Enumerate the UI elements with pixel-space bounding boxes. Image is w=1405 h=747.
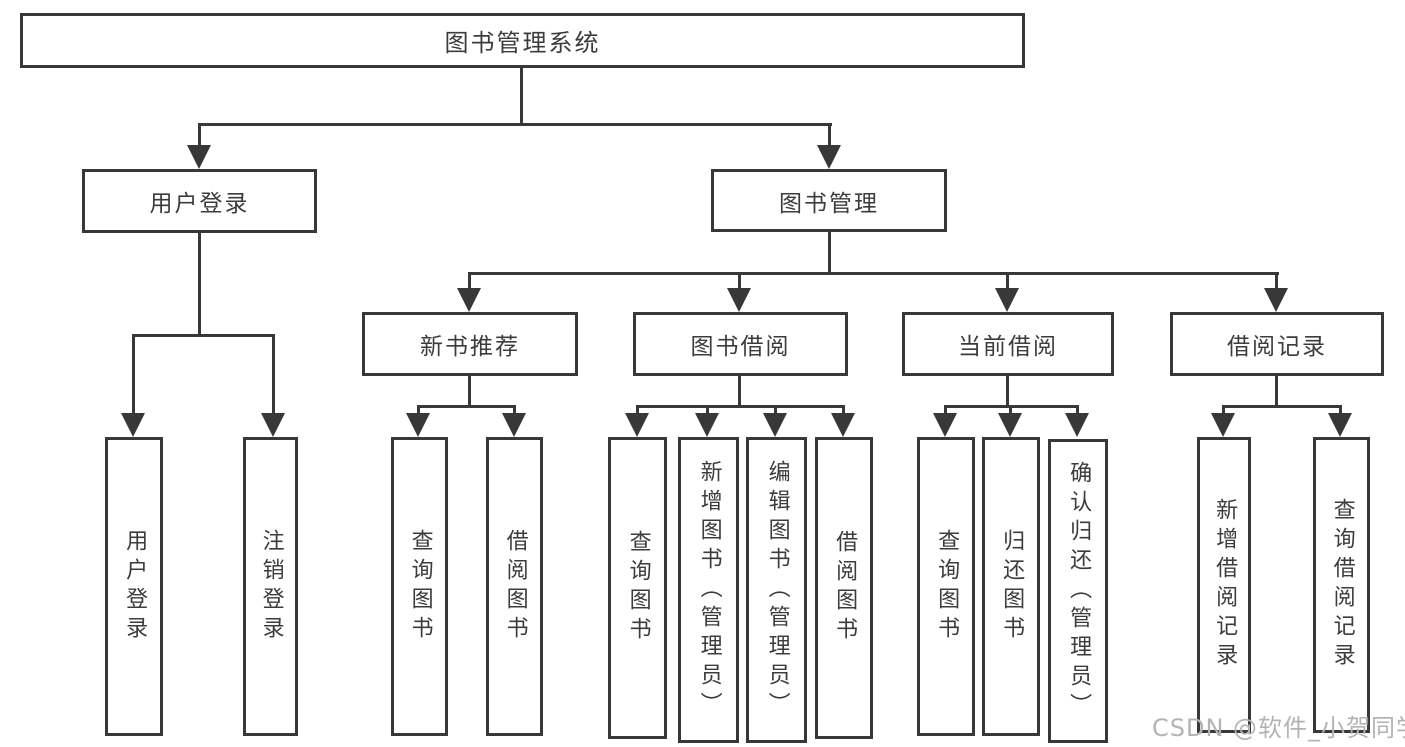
arrow-down-icon (831, 413, 855, 437)
connector-to-new-book-rec (468, 272, 471, 290)
connector-to-bb-add (706, 405, 709, 415)
arrow-down-icon (933, 413, 957, 437)
leaf-logout: 注销登录 (243, 437, 298, 736)
connector-book-mgmt-stem (828, 231, 831, 274)
leaf-br-add-record-label: 新增借阅记录 (1212, 498, 1238, 672)
node-book-mgmt-label: 图书管理 (779, 190, 879, 217)
leaf-nbr-query-books-label: 查询图书 (407, 528, 433, 645)
node-borrow-record: 借阅记录 (1170, 312, 1384, 376)
leaf-bb-query-books: 查询图书 (608, 437, 667, 739)
connector-to-br-add (1222, 405, 1225, 415)
leaf-bb-edit-books-admin: 编辑图书（管理员） (746, 437, 807, 743)
leaf-cb-confirm-return-admin: 确认归还（管理员） (1048, 439, 1108, 743)
leaf-nbr-borrow-books-label: 借阅图书 (502, 528, 528, 645)
connector-to-borrow-record (1275, 272, 1278, 290)
connector-current-borrow-stem (1006, 375, 1009, 408)
connector-user-login-stem (198, 232, 201, 336)
connector-borrow-record-stem (1275, 375, 1278, 408)
connector-book-borrow-rail (636, 405, 845, 408)
node-new-book-rec: 新书推荐 (362, 312, 578, 376)
arrow-down-icon (1065, 413, 1089, 437)
arrow-down-icon (1328, 413, 1352, 437)
leaf-bb-edit-books-admin-label: 编辑图书（管理员） (764, 459, 790, 721)
leaf-bb-add-books-admin: 新增图书（管理员） (678, 437, 739, 743)
leaf-user-login: 用户登录 (105, 437, 163, 736)
connector-to-leaf-logout (272, 334, 275, 415)
leaf-logout-label: 注销登录 (258, 528, 284, 645)
leaf-bb-add-books-admin-label: 新增图书（管理员） (696, 459, 722, 721)
leaf-br-query-record-label: 查询借阅记录 (1329, 498, 1355, 672)
leaf-cb-confirm-return-admin-label: 确认归还（管理员） (1066, 460, 1092, 722)
arrow-down-icon (502, 413, 526, 437)
connector-to-cb-query (944, 405, 947, 415)
arrow-down-icon (406, 413, 430, 437)
connector-to-nbr-query (417, 405, 420, 415)
leaf-user-login-label: 用户登录 (122, 528, 148, 645)
connector-to-book-mgmt (828, 123, 831, 148)
arrow-down-icon (995, 288, 1019, 312)
connector-borrow-record-rail (1222, 405, 1342, 408)
connector-to-cb-return (1009, 405, 1012, 415)
connector-to-nbr-borrow (513, 405, 516, 415)
node-borrow-record-label: 借阅记录 (1227, 334, 1327, 360)
connector-to-bb-query (636, 405, 639, 415)
leaf-br-query-record: 查询借阅记录 (1313, 437, 1370, 733)
leaf-nbr-borrow-books: 借阅图书 (486, 437, 543, 736)
leaf-bb-query-books-label: 查询图书 (625, 530, 651, 646)
leaf-cb-query-books: 查询图书 (917, 437, 975, 736)
leaf-nbr-query-books: 查询图书 (391, 437, 448, 736)
arrow-down-icon (1211, 413, 1235, 437)
node-new-book-rec-label: 新书推荐 (420, 334, 520, 360)
arrow-down-icon (261, 413, 285, 437)
leaf-cb-return-books: 归还图书 (982, 437, 1040, 736)
node-book-borrow: 图书借阅 (633, 312, 848, 376)
node-book-mgmt: 图书管理 (711, 169, 947, 232)
connector-new-book-rec-rail (417, 405, 516, 408)
node-user-login-label: 用户登录 (149, 191, 250, 217)
leaf-cb-query-books-label: 查询图书 (934, 528, 960, 645)
connector-to-bb-borrow (842, 405, 845, 415)
node-user-login: 用户登录 (82, 169, 317, 233)
connector-to-user-login (198, 123, 201, 148)
node-root-label: 图书管理系统 (444, 29, 601, 57)
connector-to-bb-edit (774, 405, 777, 415)
connector-to-leaf-user-login (132, 334, 135, 415)
connector-to-br-query (1339, 405, 1342, 415)
connector-to-book-borrow (738, 272, 741, 290)
node-current-borrow-label: 当前借阅 (958, 334, 1058, 360)
arrow-down-icon (763, 413, 787, 437)
arrow-down-icon (121, 413, 145, 437)
connector-to-current-borrow (1006, 272, 1009, 290)
leaf-bb-borrow-books-label: 借阅图书 (832, 530, 858, 646)
connector-root-rail (198, 123, 832, 126)
leaf-br-add-record: 新增借阅记录 (1197, 437, 1251, 733)
csdn-watermark: CSDN @软件_小贺同学 (1152, 714, 1405, 742)
leaf-bb-borrow-books: 借阅图书 (815, 437, 873, 739)
arrow-down-icon (817, 145, 841, 169)
connector-new-book-rec-stem (468, 375, 471, 408)
node-root-library-system: 图书管理系统 (20, 13, 1025, 68)
node-current-borrow: 当前借阅 (902, 312, 1114, 376)
connector-book-borrow-stem (738, 375, 741, 408)
node-book-borrow-label: 图书借阅 (690, 334, 791, 360)
arrow-down-icon (727, 288, 751, 312)
connector-root-stem (520, 67, 523, 125)
arrow-down-icon (457, 288, 481, 312)
connector-to-cb-confirm (1076, 405, 1079, 415)
connector-user-login-rail (132, 334, 275, 337)
arrow-down-icon (998, 413, 1022, 437)
leaf-cb-return-books-label: 归还图书 (999, 528, 1025, 645)
arrow-down-icon (625, 413, 649, 437)
arrow-down-icon (187, 145, 211, 169)
arrow-down-icon (1264, 288, 1288, 312)
arrow-down-icon (695, 413, 719, 437)
connector-book-mgmt-rail (468, 272, 1279, 275)
